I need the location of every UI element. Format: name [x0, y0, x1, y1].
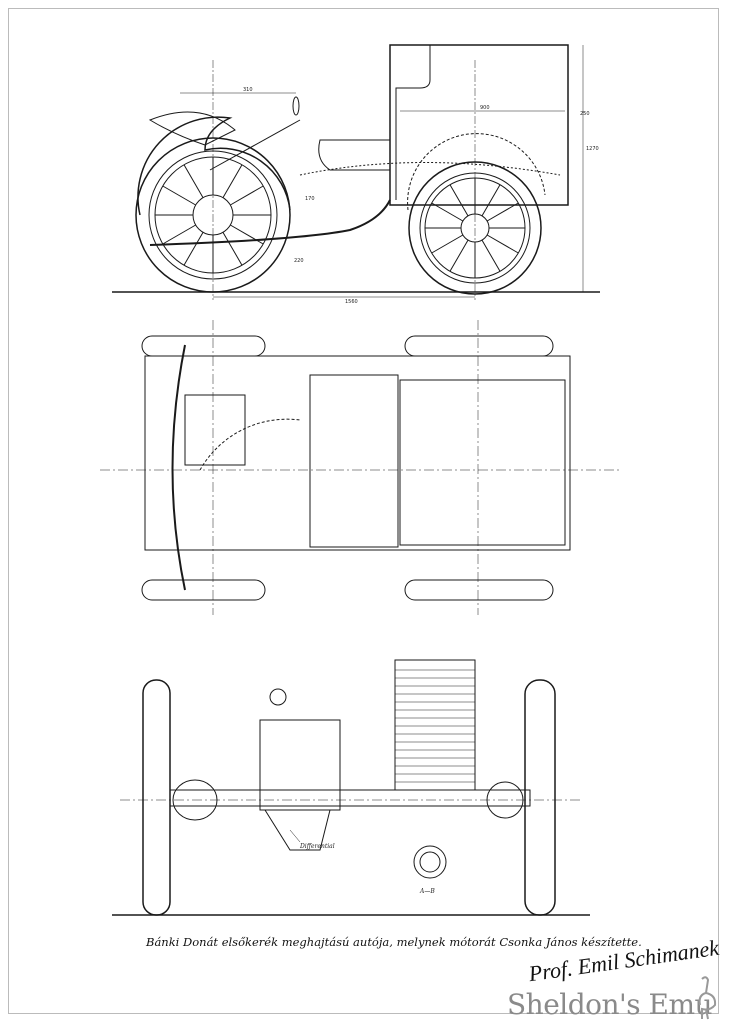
steering-column [209, 119, 301, 171]
dimension-label: 1560 [345, 299, 358, 305]
steering-wheel [292, 96, 300, 116]
section-detail [413, 845, 447, 879]
steering-wheel-section [269, 688, 287, 706]
wheel-spoke [431, 202, 464, 222]
body-plan [399, 379, 566, 546]
chassis-plan [144, 355, 571, 551]
body-panel [390, 44, 431, 200]
engine-plan [184, 394, 246, 466]
front-cover [148, 111, 236, 146]
wheel-left [142, 679, 171, 916]
wheel-spoke [449, 184, 469, 217]
wheel-front-top [141, 335, 266, 357]
wheel-spoke [486, 234, 519, 254]
wheel-front-bottom [141, 579, 266, 601]
dimension-label: 250 [580, 111, 590, 117]
wheel-spoke [162, 185, 196, 206]
dimension-label: 220 [294, 258, 304, 264]
plan-view [100, 320, 620, 615]
section-view: Differential A—B [112, 659, 590, 916]
body-box [389, 44, 569, 206]
wheel-right [524, 679, 556, 916]
wheel-spoke [183, 232, 204, 266]
wheel-spoke [222, 164, 243, 198]
wheel-spoke [222, 232, 243, 266]
section-label: A—B [419, 888, 435, 895]
seat-plan [309, 374, 399, 548]
gearbox [259, 719, 341, 811]
caption: Bánki Donát elsőkerék meghajtású autója,… [146, 935, 642, 949]
axle-tube [169, 789, 531, 807]
left-hub [172, 779, 218, 821]
dimension-label: 310 [243, 87, 253, 93]
differential-label: Differential [299, 843, 335, 850]
dimension-label: 1270 [586, 146, 599, 152]
wheel-spoke [481, 184, 501, 217]
dimension-label: 170 [305, 196, 315, 202]
wheel-spoke [481, 239, 501, 272]
page-frame [8, 8, 719, 1014]
wheel-spoke [183, 164, 204, 198]
chassis-frame [149, 199, 391, 246]
engine-block [394, 659, 476, 791]
emu-logo-icon [698, 976, 717, 1020]
wheel-rear-top [404, 335, 554, 357]
front-axle-plan [171, 344, 186, 591]
wheel-spoke [230, 185, 264, 206]
front-fender [137, 116, 291, 216]
differential-housing [264, 809, 331, 851]
right-hub [486, 781, 524, 819]
side-view: 310 900 1560 170 220 1270 250 [112, 44, 600, 305]
wheel-rear-bottom [404, 579, 554, 601]
wheel-spoke [486, 202, 519, 222]
wheel-spoke [449, 239, 469, 272]
dimension-label: 900 [480, 105, 490, 111]
rear-fender [407, 133, 546, 211]
wheel-spoke [162, 224, 196, 245]
seat [318, 139, 391, 171]
watermark: Sheldon's Emu [507, 988, 713, 1021]
wheel-spoke [431, 234, 464, 254]
